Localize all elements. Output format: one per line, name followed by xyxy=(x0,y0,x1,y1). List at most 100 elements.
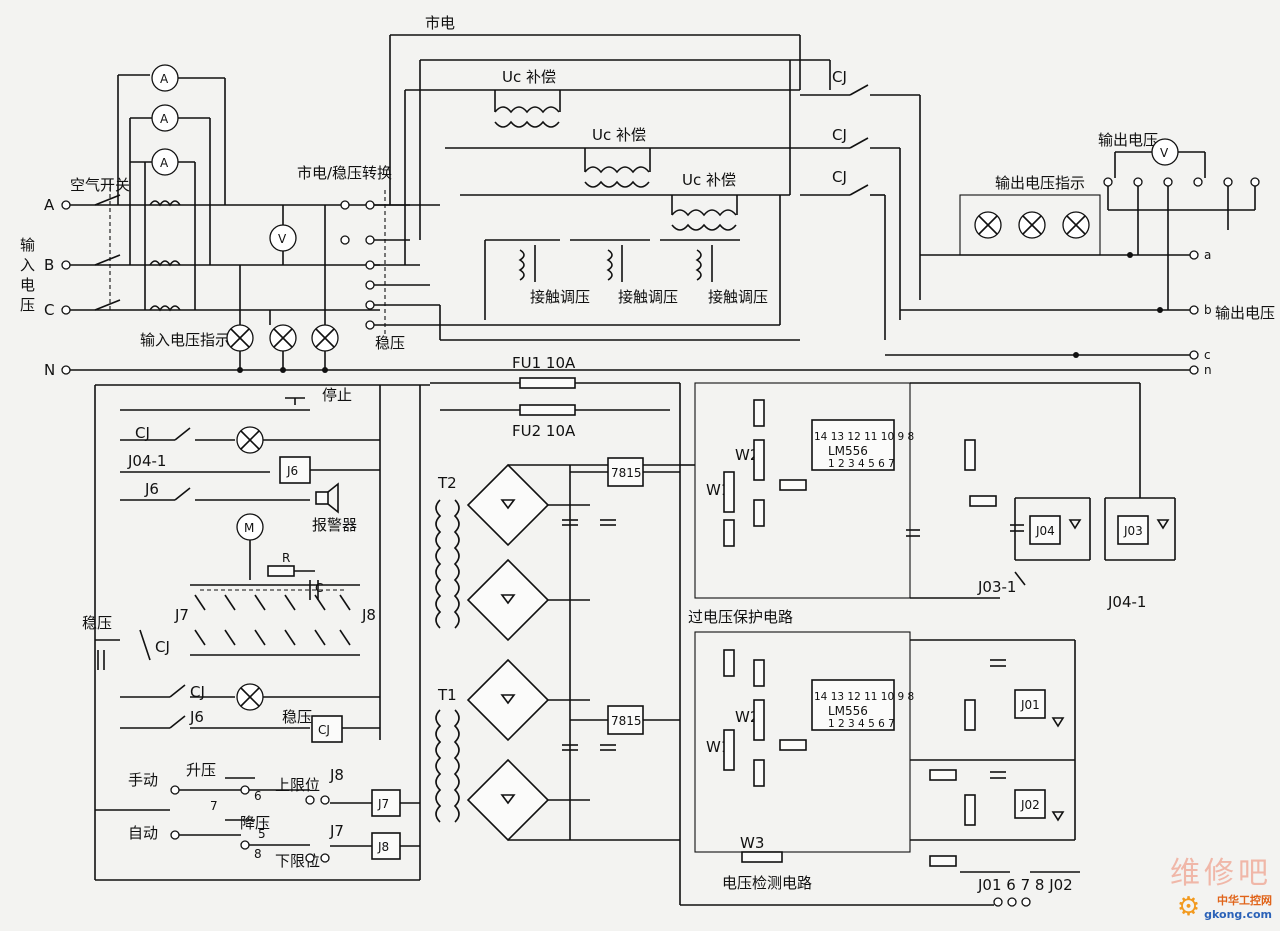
svg-text:1 2 3 4 5 6 7: 1 2 3 4 5 6 7 xyxy=(828,458,895,470)
uc-compensation-3: Uc 补偿 xyxy=(460,171,790,231)
resistor-u1 xyxy=(753,399,765,427)
power-supply: FU1 10A FU2 10A T2 T1 xyxy=(430,354,680,842)
mains-label: 市电 xyxy=(425,14,455,32)
svg-text:1 2 3 4 5 6 7: 1 2 3 4 5 6 7 xyxy=(828,718,895,730)
output-voltage-top-label: 输出电压 xyxy=(1098,131,1158,149)
j03-1-label: J03-1 xyxy=(977,578,1016,596)
j7-label: J7 xyxy=(174,606,189,624)
w3-label: W3 xyxy=(740,834,764,852)
svg-text:J8: J8 xyxy=(377,840,389,854)
output-voltage-indicator-label: 输出电压指示 xyxy=(995,174,1085,192)
volt-detect-label: 电压检测电路 xyxy=(722,874,812,892)
stab-label-2: 稳压 xyxy=(282,708,312,726)
svg-text:CJ: CJ xyxy=(318,723,330,737)
input-section: A B C N 输 入 电 压 空气开关 A A A xyxy=(20,64,1190,379)
mains-stab-switch-label: 市电/稳压转换 xyxy=(297,164,392,182)
input-voltage-indicator-label: 输入电压指示 xyxy=(140,331,230,349)
resistor-l6 xyxy=(929,769,957,781)
terminal-out-b xyxy=(1189,305,1199,315)
input-voltage-char3: 电 xyxy=(20,276,35,294)
resistor-u5 xyxy=(964,439,976,471)
lamp-stab xyxy=(236,683,264,711)
alarm-icon xyxy=(315,482,339,514)
control-section: 停止 CJ J04-1 J6 J6 报警器 M R xyxy=(82,384,430,881)
out-label-a: a xyxy=(1204,248,1211,262)
svg-text:A: A xyxy=(160,112,169,126)
contact-reg-label-2: 接触调压 xyxy=(618,288,678,306)
pot-w1-upper xyxy=(723,471,735,513)
input-voltage-char1: 输 xyxy=(20,236,35,254)
svg-text:J03: J03 xyxy=(1123,524,1143,538)
raise-label: 升压 xyxy=(186,761,216,779)
terminal-out-n xyxy=(1189,365,1199,375)
cj-label-1: CJ xyxy=(832,68,847,86)
bridge-rectifier-1 xyxy=(466,463,550,547)
relay-j7 xyxy=(371,789,401,817)
t2-label: T2 xyxy=(437,474,457,492)
label-a: A xyxy=(44,196,55,214)
resistor-l5 xyxy=(964,699,976,731)
svg-text:14 13 12 11 10 9 8: 14 13 12 11 10 9 8 xyxy=(814,691,914,703)
svg-text:J6: J6 xyxy=(286,464,298,478)
upper-limit-label: 上限位 xyxy=(275,776,320,794)
resistor-l7 xyxy=(964,794,976,826)
j01-j02-label: J01 6 7 8 J02 xyxy=(977,876,1073,894)
svg-text:8: 8 xyxy=(254,847,262,861)
resistor-l4 xyxy=(779,739,807,751)
voltmeter-label: V xyxy=(278,232,287,246)
svg-text:R: R xyxy=(282,551,290,565)
svg-text:A: A xyxy=(160,156,169,170)
regulator-7815-upper xyxy=(607,457,644,487)
mains-stab-switch: 市电/稳压转换 稳压 xyxy=(297,164,450,352)
cj-lamp-label: CJ xyxy=(190,683,205,701)
air-switch-label: 空气开关 xyxy=(70,176,130,194)
uc-compensation-2: Uc 补偿 xyxy=(445,126,800,188)
svg-text:J01: J01 xyxy=(1020,698,1040,712)
input-voltage-char2: 入 xyxy=(20,256,35,274)
lamp-output-2 xyxy=(1018,211,1046,239)
lamp-input-3 xyxy=(311,324,339,352)
out-label-c: c xyxy=(1204,348,1211,362)
resistor-u3 xyxy=(753,499,765,527)
svg-text:C: C xyxy=(315,581,323,595)
resistor-l2 xyxy=(723,649,735,677)
svg-text:7815: 7815 xyxy=(611,714,642,728)
resistor-u2 xyxy=(723,519,735,547)
overvoltage-protection-circuit: W2 W1 14 13 12 11 10 9 8 LM556 1 2 3 4 5… xyxy=(680,382,1176,626)
bridge-rectifier-4 xyxy=(466,758,550,842)
j6-label-2: J6 xyxy=(189,708,204,726)
alarm-label: 报警器 xyxy=(312,516,357,534)
svg-text:7: 7 xyxy=(210,799,218,813)
voltage-detection-circuit: W2 W1 14 13 12 11 10 9 8 LM556 1 2 3 4 5… xyxy=(679,383,1080,907)
bridge-rectifier-3 xyxy=(466,658,550,742)
j04-1b-label: J04-1 xyxy=(1107,593,1146,611)
manual-auto-switch xyxy=(95,777,330,863)
lm556-upper xyxy=(811,419,895,471)
cj-label-2: CJ xyxy=(832,126,847,144)
lm556-lower xyxy=(811,679,895,731)
relay-cj xyxy=(311,715,343,743)
overvolt-protect-label: 过电压保护电路 xyxy=(688,608,793,626)
pot-w2-lower xyxy=(753,699,765,741)
contact-regulators: 接触调压 接触调压 接触调压 xyxy=(439,60,800,341)
resistor-l3 xyxy=(753,759,765,787)
relay-j01 xyxy=(1014,689,1046,719)
resistor-u4 xyxy=(779,479,807,491)
out-label-n: n xyxy=(1204,363,1212,377)
cj-ctrl-label: CJ xyxy=(135,424,150,442)
relay-j03 xyxy=(1117,515,1149,545)
uc-comp-label-3: Uc 补偿 xyxy=(682,171,736,189)
j6-contact-label: J6 xyxy=(144,480,159,498)
watermark-text-1: 维修吧 xyxy=(1170,856,1272,891)
cj-contacts: CJ CJ CJ xyxy=(800,68,921,340)
svg-text:M: M xyxy=(244,521,254,535)
fu2-label: FU2 10A xyxy=(512,422,576,440)
terminal-b xyxy=(61,260,71,270)
watermark-text-2: 中华工控网 xyxy=(1217,894,1272,907)
uc-comp-label-1: Uc 补偿 xyxy=(502,68,556,86)
resistor-u6 xyxy=(969,495,997,507)
watermark-text-3: gkong.com xyxy=(1204,908,1272,921)
svg-text:6: 6 xyxy=(254,789,262,803)
